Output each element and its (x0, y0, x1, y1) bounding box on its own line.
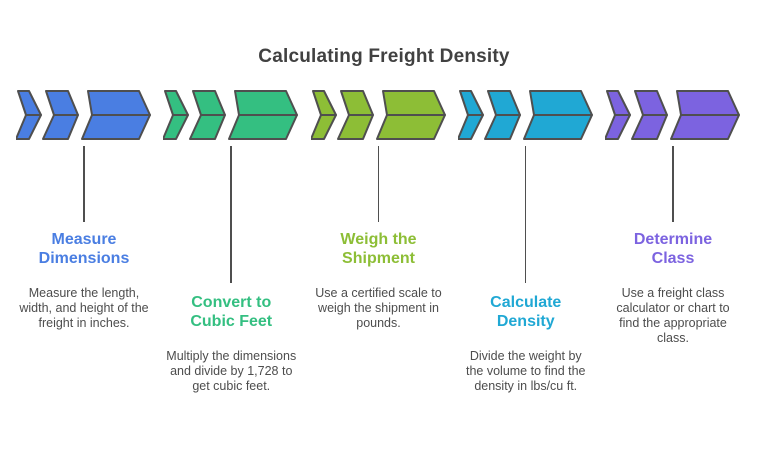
step-convert-to-cubic-feet: Convert to Cubic Feet Multiply the dimen… (158, 0, 304, 452)
connector-line (377, 146, 379, 222)
step-title: Measure Dimensions (11, 230, 157, 268)
step-title-line-2: Cubic Feet (190, 313, 273, 330)
step-measure-dimensions: Measure Dimensions Measure the length, w… (11, 0, 157, 452)
chevron-arrows-icon (16, 90, 151, 140)
connector-line (83, 146, 85, 222)
step-title-line-1: Weigh the (340, 231, 417, 248)
step-weigh-the-shipment: Weigh the Shipment Use a certified scale… (306, 0, 452, 452)
step-title-line-2: Dimensions (38, 250, 130, 267)
step-description: Divide the weight by the volume to find … (465, 349, 586, 393)
step-title-line-1: Calculate (490, 294, 562, 311)
step-title: Calculate Density (453, 293, 599, 331)
chevron-arrows-icon (605, 90, 740, 140)
chevron-arrows-icon (310, 90, 446, 140)
step-title-line-1: Measure (51, 231, 117, 248)
step-title-line-1: Determine (633, 231, 713, 248)
step-title-line-1: Convert to (191, 294, 272, 311)
connector-line (524, 146, 527, 283)
step-description: Use a freight class calculator or chart … (616, 286, 730, 345)
step-title: Determine Class (600, 230, 746, 268)
step-calculate-density: Calculate Density Divide the weight by t… (453, 0, 599, 452)
connector-line (672, 146, 674, 222)
step-title-line-2: Density (496, 313, 555, 330)
step-title-line-2: Shipment (342, 250, 415, 267)
chevron-arrows-icon (457, 90, 593, 140)
step-description: Measure the length, width, and height of… (19, 286, 149, 330)
chevron-arrows-icon (163, 90, 299, 140)
step-title: Weigh the Shipment (306, 230, 452, 268)
step-title-line-2: Class (651, 250, 695, 267)
step-description: Multiply the dimensions and divide by 1,… (166, 349, 297, 393)
connector-line (230, 146, 232, 283)
step-description: Use a certified scale to weigh the shipm… (315, 286, 442, 330)
step-determine-class: Determine Class Use a freight class calc… (600, 0, 746, 452)
step-title: Convert to Cubic Feet (158, 293, 304, 331)
page-title: Calculating Freight Density (258, 46, 510, 67)
